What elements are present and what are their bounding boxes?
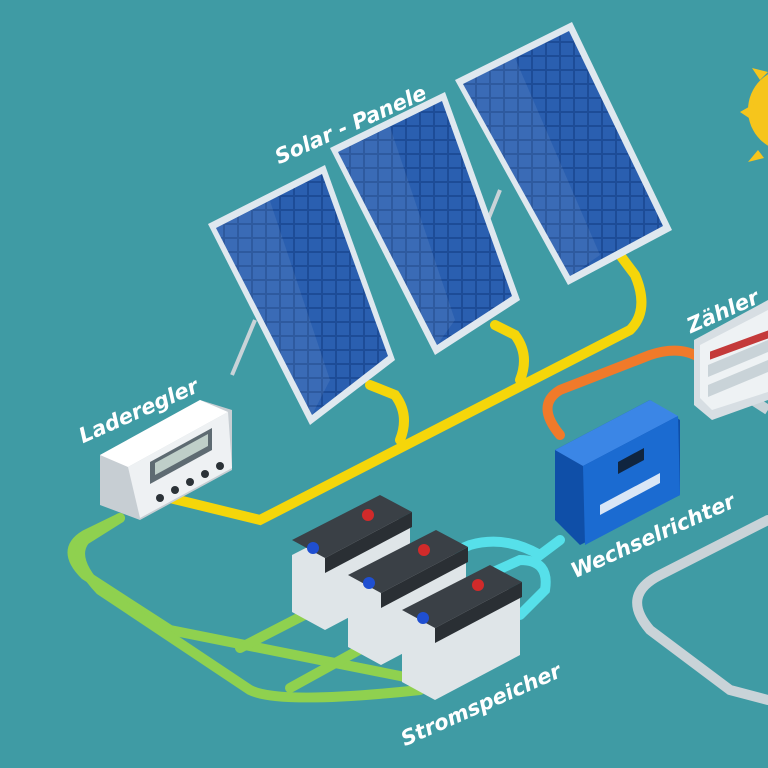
battery-3: [402, 565, 522, 700]
gray-cable: [632, 515, 768, 705]
solar-panel-2: [330, 92, 520, 355]
solar-panel-3: [455, 22, 672, 285]
cyan-cable: [405, 535, 565, 620]
orange-cable: [542, 345, 705, 440]
charge-controller: [100, 400, 232, 520]
green-cable: [67, 513, 425, 703]
solar-panels: [208, 22, 672, 425]
meter-box: [694, 300, 768, 420]
yellow-cable: [165, 250, 647, 526]
battery-bank: [292, 495, 522, 700]
inverter: [555, 400, 680, 545]
sun-icon: [740, 68, 768, 162]
solar-panel-1: [208, 165, 395, 425]
